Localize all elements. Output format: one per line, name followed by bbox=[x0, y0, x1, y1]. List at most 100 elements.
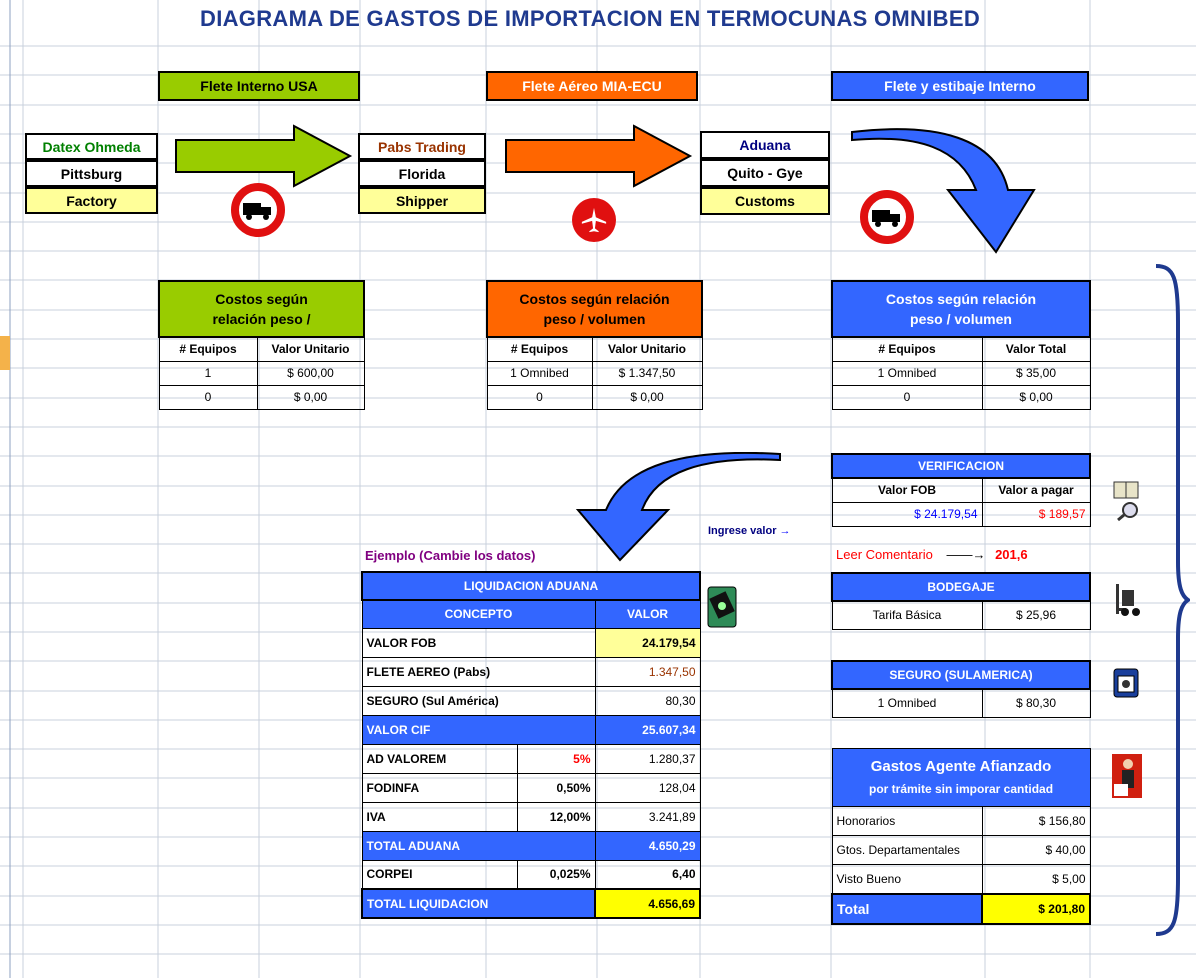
value-fob[interactable]: 24.179,54 bbox=[594, 627, 701, 658]
agente-row-label: Gtos. Departamentales bbox=[831, 835, 983, 865]
table-cell-valor[interactable]: $ 35,00 bbox=[981, 360, 1091, 386]
truck-sign-icon bbox=[231, 183, 285, 237]
verificacion-title: VERIFICACION bbox=[830, 453, 1092, 479]
table-cell-equipos[interactable]: 1 Omnibed bbox=[486, 360, 593, 386]
origin-company[interactable]: Datex Ohmeda bbox=[25, 133, 158, 160]
col-header-valor: Valor Unitario bbox=[256, 336, 365, 362]
value-corpei: 6,40 bbox=[594, 859, 701, 890]
table-cell-equipos[interactable]: 0 bbox=[831, 384, 983, 410]
origin-role[interactable]: Factory bbox=[25, 187, 158, 214]
row-label-flete: FLETE AEREO (Pabs) bbox=[361, 656, 596, 687]
table-cell-valor[interactable]: $ 600,00 bbox=[256, 360, 365, 386]
agente-table: Gastos Agente Afianzado por trámite sin … bbox=[831, 748, 1092, 925]
forklift-icon[interactable] bbox=[1112, 582, 1142, 618]
value-iva: 3.241,89 bbox=[594, 801, 701, 832]
table-cell-equipos[interactable]: 0 bbox=[486, 384, 593, 410]
pagar-cell[interactable]: $ 189,57 bbox=[981, 501, 1091, 527]
right-brace-shape bbox=[1155, 264, 1190, 936]
ingrese-valor-text: Ingrese valor bbox=[708, 525, 777, 537]
liquidacion-table: LIQUIDACION ADUANA CONCEPTO VALOR VALOR … bbox=[360, 571, 702, 919]
value-fodinfa: 128,04 bbox=[594, 772, 701, 803]
table-cell-equipos[interactable]: 1 Omnibed bbox=[831, 360, 983, 386]
pabs-city[interactable]: Florida bbox=[358, 160, 486, 187]
blue-curved-arrow-shape[interactable] bbox=[848, 128, 1038, 256]
aduana-city[interactable]: Quito - Gye bbox=[700, 159, 830, 187]
col-header-equipos: # Equipos bbox=[831, 336, 983, 362]
agente-title-line2: por trámite sin imporar cantidad bbox=[868, 781, 1054, 796]
verificacion-table: VERIFICACION Valor FOB Valor a pagar $ 2… bbox=[830, 453, 1092, 527]
safe-icon[interactable] bbox=[1113, 668, 1139, 698]
aduana-name[interactable]: Aduana bbox=[700, 131, 830, 159]
leer-comentario-value: 201,6 bbox=[995, 547, 1028, 562]
agent-person-icon[interactable] bbox=[1112, 754, 1142, 798]
fob-input-cell[interactable]: $ 24.179,54 bbox=[831, 501, 983, 527]
green-arrow-shape[interactable] bbox=[174, 124, 354, 188]
agente-row-value[interactable]: $ 5,00 bbox=[981, 864, 1091, 894]
header-flete-usa: Flete Interno USA bbox=[158, 71, 360, 101]
row-label-total-liquidacion: TOTAL LIQUIDACION bbox=[361, 888, 596, 919]
row-label-seguro: SEGURO (Sul América) bbox=[361, 685, 596, 716]
col-header-pagar: Valor a pagar bbox=[981, 477, 1091, 503]
pct-advalorem[interactable]: 5% bbox=[516, 743, 596, 774]
row-label-advalorem: AD VALOREM bbox=[361, 743, 518, 774]
value-total-aduana: 4.650,29 bbox=[594, 830, 701, 861]
calculator-icon[interactable] bbox=[707, 586, 737, 628]
costs-aereo-title: Costos según relación peso / volumen bbox=[486, 280, 703, 338]
col-header-equipos: # Equipos bbox=[158, 336, 258, 362]
bodegaje-table: BODEGAJE Tarifa Básica $ 25,96 bbox=[830, 572, 1092, 630]
costs-interno-title-line1: Costos según relación bbox=[885, 291, 1037, 307]
col-header-valor: Valor Total bbox=[981, 336, 1091, 362]
pct-corpei[interactable]: 0,025% bbox=[516, 859, 596, 890]
costs-usa-table: Costos según relación peso / # Equipos V… bbox=[157, 280, 366, 410]
ingrese-valor-label: Ingrese valor → bbox=[708, 525, 791, 537]
long-arrow-right-icon: ——→ bbox=[946, 547, 986, 562]
liquidacion-title: LIQUIDACION ADUANA bbox=[360, 571, 702, 601]
col-header-fob: Valor FOB bbox=[831, 477, 983, 503]
agente-row-value[interactable]: $ 156,80 bbox=[981, 806, 1091, 836]
book-search-icon[interactable] bbox=[1112, 478, 1142, 522]
costs-aereo-table: Costos según relación peso / volumen # E… bbox=[486, 280, 703, 410]
row-label-cif: VALOR CIF bbox=[361, 714, 596, 745]
pct-fodinfa[interactable]: 0,50% bbox=[516, 772, 596, 803]
seguro-table: SEGURO (SULAMERICA) 1 Omnibed $ 80,30 bbox=[831, 660, 1091, 718]
table-cell-equipos[interactable]: 1 bbox=[158, 360, 258, 386]
costs-interno-table: Costos según relación peso / volumen # E… bbox=[831, 280, 1091, 410]
table-cell-valor[interactable]: $ 1.347,50 bbox=[591, 360, 703, 386]
value-flete[interactable]: 1.347,50 bbox=[594, 656, 701, 687]
agente-total-label: Total bbox=[831, 892, 983, 925]
seguro-value[interactable]: $ 80,30 bbox=[981, 688, 1091, 718]
row-label-total-aduana: TOTAL ADUANA bbox=[361, 830, 596, 861]
value-seguro[interactable]: 80,30 bbox=[594, 685, 701, 716]
row-label-corpei: CORPEI bbox=[361, 859, 518, 890]
table-cell-equipos[interactable]: 0 bbox=[158, 384, 258, 410]
plane-sign-icon bbox=[572, 198, 616, 242]
truck-sign-icon bbox=[860, 190, 914, 244]
leer-comentario-text[interactable]: Leer Comentario bbox=[836, 547, 933, 562]
origin-city[interactable]: Pittsburg bbox=[25, 160, 158, 187]
table-cell-valor[interactable]: $ 0,00 bbox=[591, 384, 703, 410]
bodegaje-value[interactable]: $ 25,96 bbox=[981, 600, 1091, 630]
agente-row-label: Honorarios bbox=[831, 806, 983, 836]
col-header-valor: Valor Unitario bbox=[591, 336, 703, 362]
bodegaje-label: Tarifa Básica bbox=[831, 600, 983, 630]
pabs-role[interactable]: Shipper bbox=[358, 187, 486, 214]
leer-comentario-row: Leer Comentario ——→ 201,6 bbox=[836, 547, 1028, 562]
agente-row-value[interactable]: $ 40,00 bbox=[981, 835, 1091, 865]
costs-usa-title-line2: relación peso / bbox=[212, 311, 311, 327]
page-title: DIAGRAMA DE GASTOS DE IMPORTACION EN TER… bbox=[200, 6, 981, 31]
orange-arrow-shape[interactable] bbox=[504, 124, 694, 188]
seguro-label: 1 Omnibed bbox=[831, 688, 983, 718]
value-total-liquidacion: 4.656,69 bbox=[593, 888, 702, 919]
table-cell-valor[interactable]: $ 0,00 bbox=[256, 384, 365, 410]
pct-iva[interactable]: 12,00% bbox=[516, 801, 596, 832]
value-advalorem: 1.280,37 bbox=[594, 743, 701, 774]
pabs-company[interactable]: Pabs Trading bbox=[358, 133, 486, 160]
header-flete-interno: Flete y estibaje Interno bbox=[831, 71, 1089, 101]
blue-return-arrow-shape[interactable] bbox=[572, 452, 784, 564]
costs-usa-title: Costos según relación peso / bbox=[157, 280, 366, 338]
col-header-valor: VALOR bbox=[594, 599, 701, 629]
agente-title: Gastos Agente Afianzado por trámite sin … bbox=[831, 748, 1091, 807]
costs-interno-title: Costos según relación peso / volumen bbox=[831, 280, 1091, 338]
aduana-role[interactable]: Customs bbox=[700, 187, 830, 215]
table-cell-valor[interactable]: $ 0,00 bbox=[981, 384, 1091, 410]
